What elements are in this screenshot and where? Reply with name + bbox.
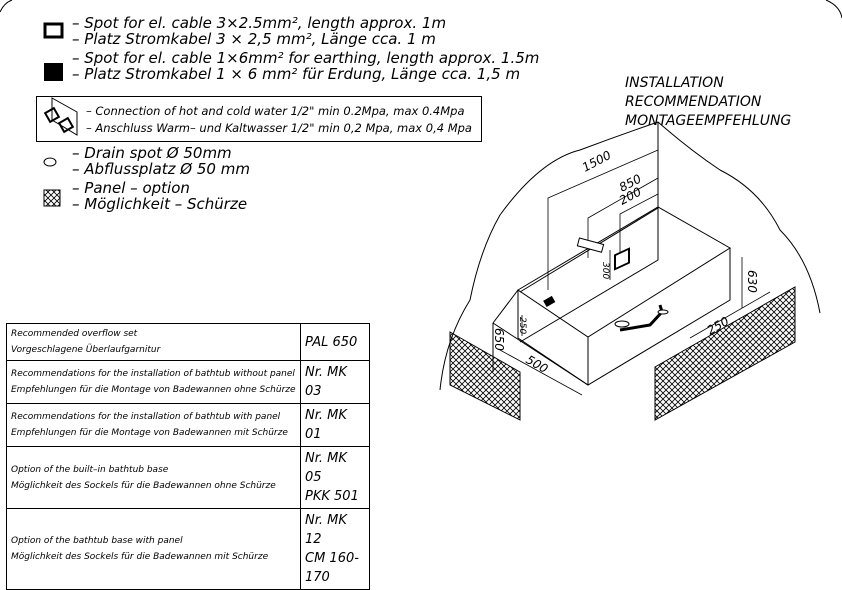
dim-500: 500 bbox=[524, 352, 551, 376]
installation-drawing: 1500 850 200 300 630 250 250 650 500 bbox=[0, 0, 842, 421]
earthing-square-icon bbox=[44, 63, 63, 81]
legend-text-de: – Möglichkeit – Schürze bbox=[72, 195, 248, 213]
frame-corner-right bbox=[825, 0, 842, 19]
row-code: Nr. MK 05 bbox=[305, 451, 347, 485]
row-en: Option of the bathtub base with panel bbox=[11, 536, 183, 546]
row-code: Nr. MK 03 bbox=[305, 365, 347, 399]
legend-text-de: – Platz Stromkabel 1 × 6 mm² für Erdung,… bbox=[72, 65, 521, 83]
row-de: Empfehlungen für die Montage von Badewan… bbox=[11, 428, 288, 438]
water-connection-plate bbox=[614, 247, 630, 271]
dim-630: 630 bbox=[745, 270, 759, 293]
legend-text-de: – Abflussplatz Ø 50 mm bbox=[72, 160, 250, 178]
dim-300: 300 bbox=[600, 262, 610, 279]
legend-text-en: – Spot for el. cable 3×2.5mm², length ap… bbox=[72, 14, 447, 32]
row-en: Recommendations for the installation of … bbox=[11, 369, 295, 379]
dim-650: 650 bbox=[492, 328, 506, 351]
right-panel bbox=[654, 286, 796, 421]
el-socket bbox=[543, 295, 556, 307]
row-en: Recommended overflow set bbox=[11, 329, 138, 339]
legend-text-en: – Panel – option bbox=[72, 179, 190, 197]
legend-water: – Connection of hot and cold water 1/2" … bbox=[86, 104, 472, 135]
title-en: INSTALLATION RECOMMENDATION bbox=[625, 75, 762, 110]
row-de: Vorgeschlagene Überlaufgarnitur bbox=[11, 345, 161, 355]
mixer-wall-spout bbox=[576, 237, 605, 253]
row-de: Möglichkeit des Sockels für die Badewann… bbox=[11, 480, 276, 491]
legend-text-en: – Connection of hot and cold water 1/2" … bbox=[86, 104, 465, 118]
wall-outline bbox=[439, 121, 821, 391]
el-cable-square-icon bbox=[43, 22, 64, 39]
row-en: Option of the built–in bathtub base bbox=[11, 464, 169, 475]
legend-drain: – Drain spot Ø 50mm – Abflussplatz Ø 50 … bbox=[72, 145, 250, 177]
title-de: MONTAGEEMPFEHLUNG bbox=[625, 113, 792, 129]
dim-1500: 1500 bbox=[580, 148, 614, 175]
frame-corner-left bbox=[0, 0, 13, 13]
row-code: Nr. MK 12 bbox=[305, 513, 347, 547]
row-de: Empfehlungen für die Montage von Badewan… bbox=[11, 385, 296, 395]
row-code-2: PKK 501 bbox=[305, 489, 359, 504]
row-code: PAL 650 bbox=[305, 334, 358, 350]
legend-water-box bbox=[36, 96, 482, 142]
bath-filler-faucet bbox=[614, 304, 669, 332]
left-panel bbox=[449, 331, 521, 421]
legend-text-de: – Platz Stromkabel 3 × 2,5 mm², Länge cc… bbox=[72, 30, 436, 48]
table-row: Recommendations for the installation of … bbox=[6, 403, 370, 447]
panel-hatch-icon bbox=[43, 189, 61, 207]
legend-el-cable: – Spot for el. cable 3×2.5mm², length ap… bbox=[72, 15, 446, 47]
dim-250-left: 250 bbox=[517, 317, 527, 334]
drawing-title: INSTALLATION RECOMMENDATION MONTAGEEMPFE… bbox=[625, 74, 842, 131]
table-row: Recommendations for the installation of … bbox=[6, 360, 370, 404]
legend-text-de: – Anschluss Warm– und Kaltwasser 1/2" mi… bbox=[86, 121, 472, 135]
row-en: Recommendations for the installation of … bbox=[11, 412, 281, 422]
row-de: Möglichkeit des Sockels für die Badewann… bbox=[11, 552, 269, 562]
row-code: Nr. MK 01 bbox=[305, 408, 347, 442]
legend-text-en: – Drain spot Ø 50mm bbox=[72, 144, 232, 162]
legend-text-en: – Spot for el. cable 1×6mm² for earthing… bbox=[72, 49, 540, 67]
legend-earthing: – Spot for el. cable 1×6mm² for earthing… bbox=[72, 50, 539, 82]
drain-icon bbox=[43, 157, 57, 167]
water-connection-icon bbox=[43, 97, 78, 136]
row-code-2: CM 160-170 bbox=[305, 551, 359, 585]
legend-panel: – Panel – option – Möglichkeit – Schürze bbox=[72, 180, 247, 212]
bathtub-outline bbox=[492, 206, 731, 386]
